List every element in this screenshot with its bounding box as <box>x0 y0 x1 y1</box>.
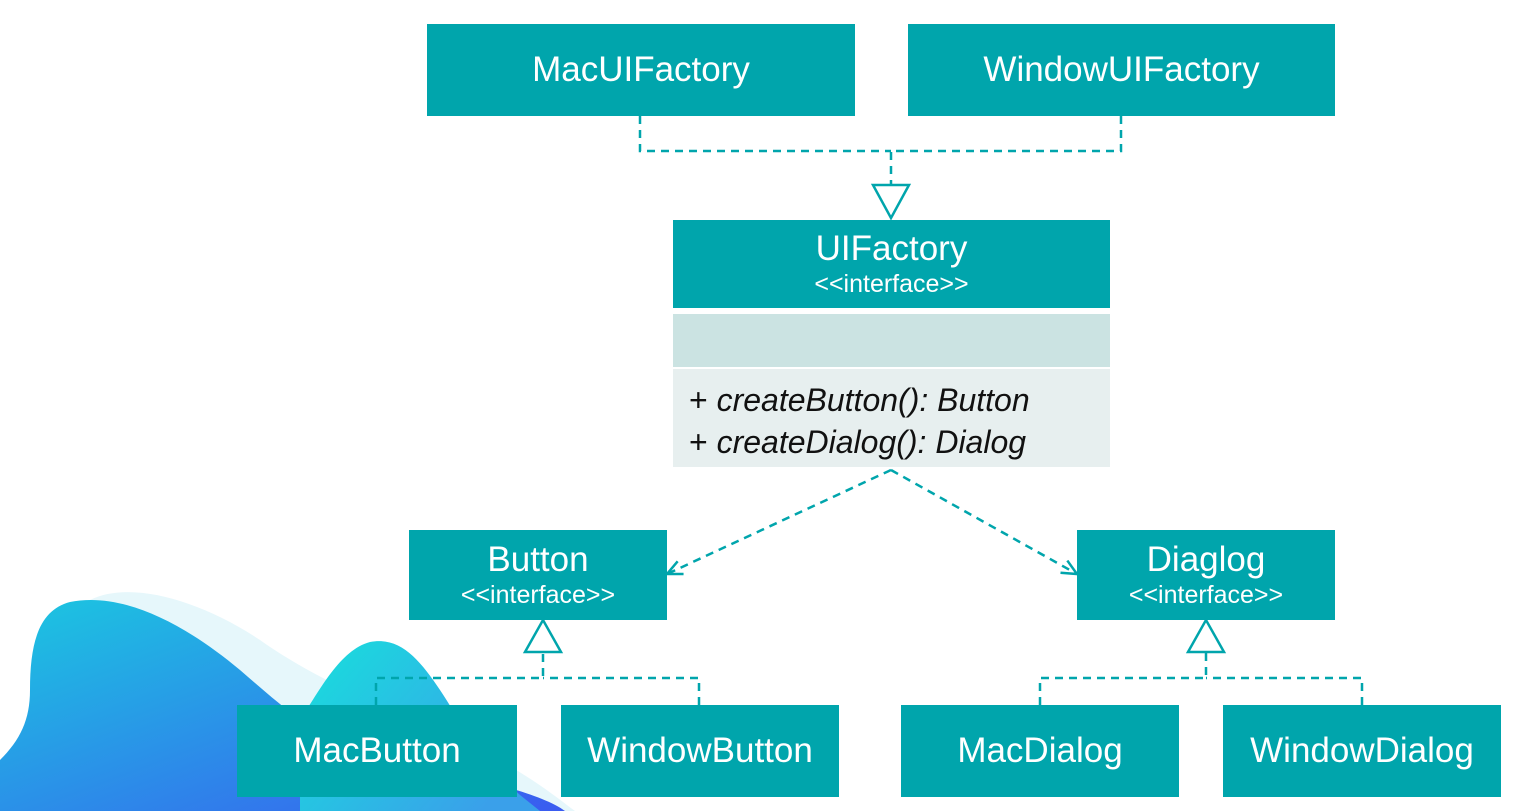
window-ui-factory-box[interactable]: WindowUIFactory <box>908 24 1335 116</box>
mac-button-label: MacButton <box>293 731 461 770</box>
mac-dialog-label: MacDialog <box>957 731 1123 770</box>
window-dialog-box[interactable]: WindowDialog <box>1223 705 1501 797</box>
mac-ui-factory-box[interactable]: MacUIFactory <box>427 24 855 116</box>
blue-wave-shape <box>0 599 565 811</box>
ui-factory-name: UIFactory <box>815 229 968 268</box>
window-dialog-label: WindowDialog <box>1250 731 1474 770</box>
mac-dialog-box[interactable]: MacDialog <box>901 705 1179 797</box>
operation-signature: createDialog(): Dialog <box>716 424 1027 460</box>
ui-factory-attributes-section <box>673 314 1110 367</box>
dialog-interface-name: Diaglog <box>1146 540 1266 579</box>
ui-factory-stereotype: <<interface>> <box>814 270 969 298</box>
operation-visibility: + <box>689 382 708 418</box>
ui-factory-header[interactable]: UIFactory <<interface>> <box>673 220 1110 308</box>
button-interface-box[interactable]: Button <<interface>> <box>409 530 667 620</box>
operation-signature: createButton(): Button <box>716 382 1030 418</box>
dialog-interface-stereotype: <<interface>> <box>1128 581 1284 609</box>
button-interface-stereotype: <<interface>> <box>460 581 616 609</box>
dialog-interface-box[interactable]: Diaglog <<interface>> <box>1077 530 1335 620</box>
window-button-label: WindowButton <box>587 731 813 770</box>
mac-ui-factory-label: MacUIFactory <box>532 50 750 89</box>
operation-create-dialog[interactable]: + createDialog(): Dialog <box>689 421 1110 463</box>
window-ui-factory-label: WindowUIFactory <box>983 50 1260 89</box>
button-interface-name: Button <box>487 540 589 579</box>
operation-visibility: + <box>689 424 708 460</box>
ui-factory-operations-section: + createButton(): Button + createDialog(… <box>673 369 1110 467</box>
mac-button-box[interactable]: MacButton <box>237 705 517 797</box>
window-button-box[interactable]: WindowButton <box>561 705 839 797</box>
operation-create-button[interactable]: + createButton(): Button <box>689 379 1110 421</box>
